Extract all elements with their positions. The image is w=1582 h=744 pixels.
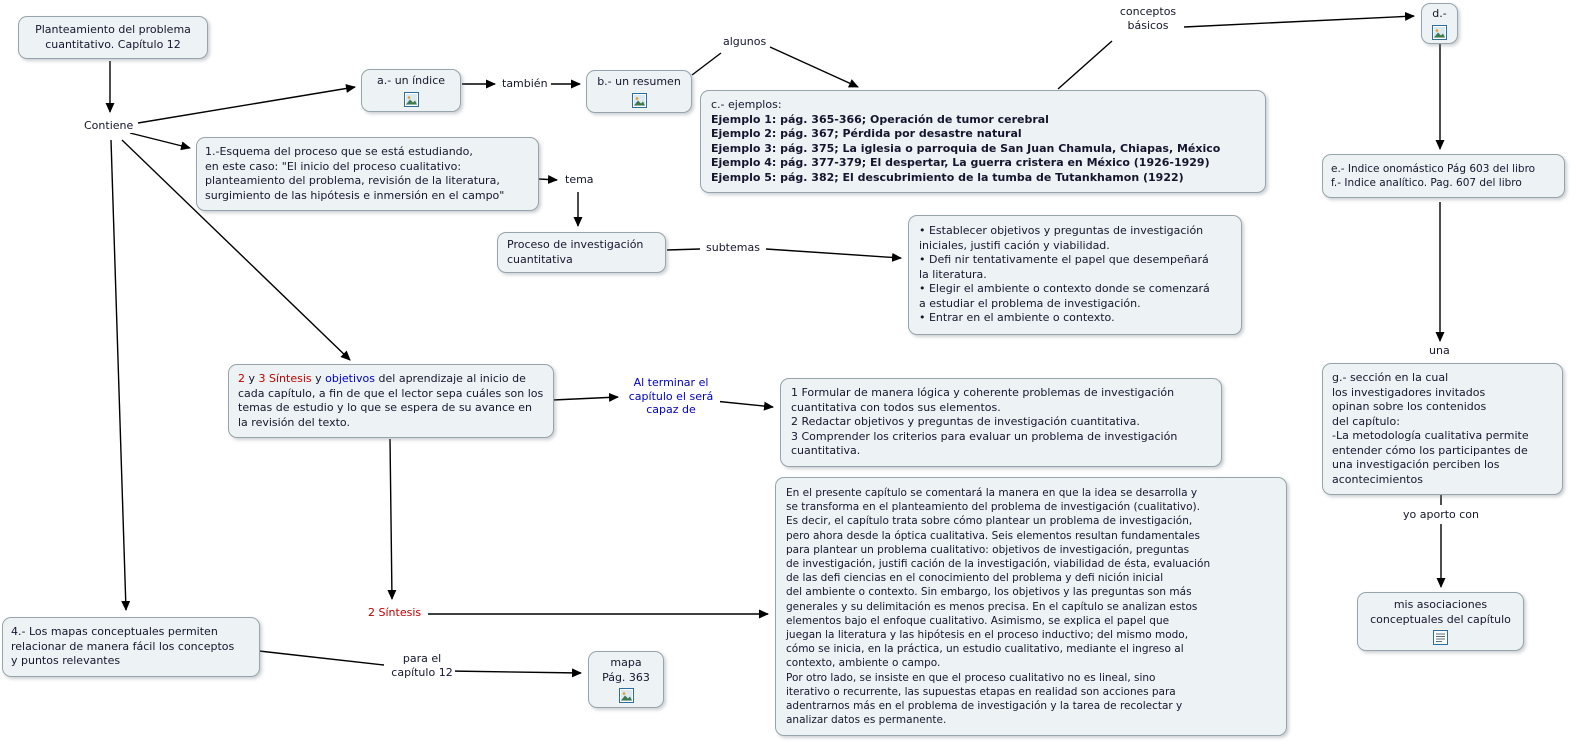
link-label-conceptos-basicos-text: conceptos básicos <box>1119 5 1177 32</box>
link-label-tambien[interactable]: también <box>500 77 550 91</box>
node-a-indice[interactable]: a.- un índice <box>361 69 461 112</box>
link-label-2-sintesis-text: 2 Síntesis <box>368 606 422 619</box>
sintesis-num-3: 3 <box>258 372 266 385</box>
node-mapa-pag363[interactable]: mapa Pág. 363 <box>588 651 664 708</box>
node-e-f-indices-text: e.- Indice onomástico Pág 603 del libro … <box>1331 163 1536 190</box>
sintesis-rest: del aprendizaje al inicio de cada capítu… <box>238 372 544 429</box>
image-resource-icon[interactable] <box>619 688 634 703</box>
node-esquema[interactable]: 1.-Esquema del proceso que se está estud… <box>196 137 539 211</box>
link-label-conceptos-basicos[interactable]: conceptos básicos <box>1113 5 1183 32</box>
link-label-para-el-capitulo-12[interactable]: para el capítulo 12 <box>389 652 455 679</box>
image-resource-icon[interactable] <box>404 92 419 107</box>
node-d[interactable]: d.- <box>1421 3 1458 44</box>
link-label-una[interactable]: una <box>1427 344 1452 358</box>
node-planteamiento[interactable]: Planteamiento del problema cuantitativo.… <box>18 16 208 59</box>
node-mapas-conceptuales-text: 4.- Los mapas conceptuales permiten rela… <box>11 625 235 667</box>
node-g-seccion[interactable]: g.- sección en la cual los investigadore… <box>1322 363 1563 495</box>
node-b-resumen-text: b.- un resumen <box>597 75 681 88</box>
node-d-text: d.- <box>1432 7 1447 20</box>
node-b-resumen[interactable]: b.- un resumen <box>586 70 692 113</box>
node-c-ejemplos[interactable]: c.- ejemplos:Ejemplo 1: pág. 365-366; Op… <box>700 90 1266 193</box>
node-esquema-text: 1.-Esquema del proceso que se está estud… <box>205 145 505 202</box>
node-subtemas-list[interactable]: • Establecer objetivos y preguntas de in… <box>908 215 1242 335</box>
link-label-contiene[interactable]: Contiene <box>82 119 136 133</box>
link-label-2-sintesis[interactable]: 2 Síntesis <box>366 606 424 620</box>
image-resource-icon[interactable] <box>1432 25 1447 40</box>
link-label-contiene-text: Contiene <box>84 119 134 132</box>
link-label-tema-text: tema <box>565 173 594 186</box>
node-capaz-list[interactable]: 1 Formular de manera lógica y coherente … <box>780 378 1222 467</box>
sintesis-y2: y <box>311 372 326 385</box>
node-capaz-list-text: 1 Formular de manera lógica y coherente … <box>791 386 1178 457</box>
node-mapa-pag363-text: mapa Pág. 363 <box>602 656 650 684</box>
link-label-una-text: una <box>1429 344 1450 357</box>
text-resource-icon[interactable] <box>1433 630 1448 645</box>
objetivos-word: objetivos <box>325 372 376 385</box>
link-label-al-terminar[interactable]: Al terminar el capítulo el será capaz de <box>622 376 720 417</box>
node-resumen-capitulo-text: En el presente capítulo se comentará la … <box>786 487 1211 727</box>
link-label-yo-aporto-con-text: yo aporto con <box>1403 508 1480 521</box>
link-label-tambien-text: también <box>502 77 548 90</box>
node-a-indice-text: a.- un índice <box>376 74 446 87</box>
sintesis-y1: y <box>245 372 259 385</box>
sintesis-num-2: 2 <box>238 372 245 385</box>
link-label-subtemas[interactable]: subtemas <box>704 241 762 255</box>
node-mis-asociaciones[interactable]: mis asociaciones conceptuales del capítu… <box>1357 592 1524 651</box>
node-sintesis-objetivos[interactable]: 2 y 3 Síntesis y objetivos del aprendiza… <box>228 364 554 438</box>
image-resource-icon[interactable] <box>632 93 647 108</box>
link-label-yo-aporto-con[interactable]: yo aporto con <box>1401 508 1482 522</box>
link-label-al-terminar-text: Al terminar el capítulo el será capaz de <box>628 376 714 416</box>
sintesis-word: Síntesis <box>265 372 312 385</box>
link-label-algunos[interactable]: algunos <box>721 35 769 49</box>
link-label-para-el-capitulo-12-text: para el capítulo 12 <box>391 652 453 679</box>
node-mapas-conceptuales[interactable]: 4.- Los mapas conceptuales permiten rela… <box>2 617 260 677</box>
node-g-seccion-text: g.- sección en la cual los investigadore… <box>1332 371 1529 486</box>
node-proceso-text: Proceso de investigación cuantitativa <box>507 238 644 266</box>
link-label-tema[interactable]: tema <box>563 173 596 187</box>
node-proceso-investigacion[interactable]: Proceso de investigación cuantitativa <box>497 232 666 273</box>
node-e-f-indices[interactable]: e.- Indice onomástico Pág 603 del libro … <box>1322 154 1565 199</box>
link-label-algunos-text: algunos <box>723 35 767 48</box>
node-mis-asociaciones-text: mis asociaciones conceptuales del capítu… <box>1370 598 1511 626</box>
node-resumen-capitulo[interactable]: En el presente capítulo se comentará la … <box>775 477 1287 737</box>
node-planteamiento-text: Planteamiento del problema cuantitativo.… <box>35 23 191 51</box>
link-label-subtemas-text: subtemas <box>706 241 760 254</box>
node-c-ejemplos-list: Ejemplo 1: pág. 365-366; Operación de tu… <box>711 112 1221 184</box>
node-c-ejemplos-title: c.- ejemplos: <box>711 98 782 111</box>
node-subtemas-list-text: • Establecer objetivos y preguntas de in… <box>919 224 1210 324</box>
